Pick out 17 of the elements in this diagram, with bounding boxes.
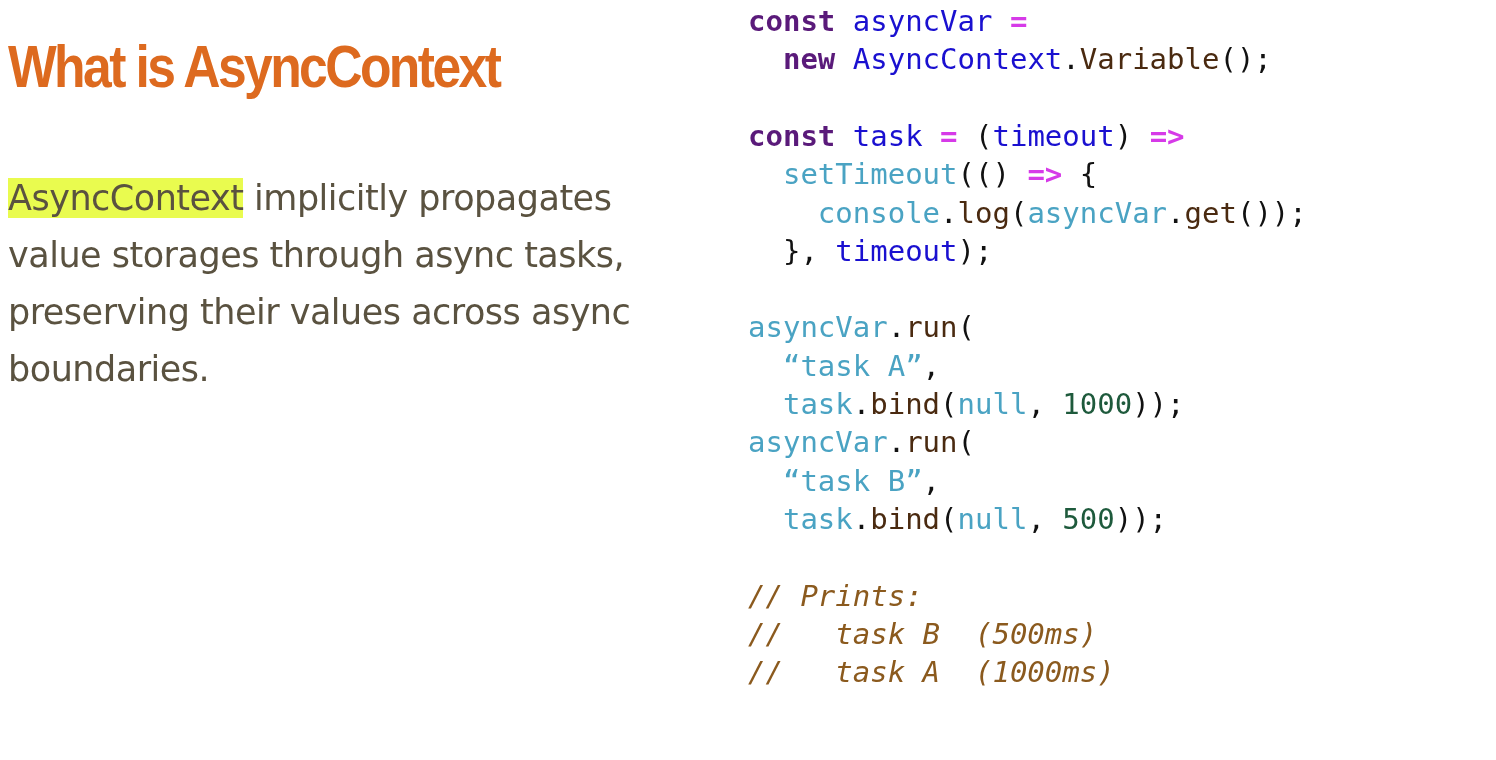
code-comment: // task B (500ms) xyxy=(748,616,1098,651)
code-line: const task = (timeout) => xyxy=(748,118,1185,153)
code-line: “task B”, xyxy=(781,463,941,498)
slide-title: What is AsyncContext xyxy=(8,32,500,101)
code-comment: // Prints: xyxy=(748,578,923,613)
code-line: task.bind(null, 1000)); xyxy=(781,387,1185,421)
code-line: const asyncVar = xyxy=(748,4,1028,38)
code-line: “task A”, xyxy=(781,348,941,383)
code-line: new AsyncContext.Variable(); xyxy=(781,42,1272,77)
code-line: asyncVar.run( xyxy=(748,425,975,460)
code-line: asyncVar.run( xyxy=(748,310,975,345)
code-line: }, timeout); xyxy=(781,233,993,268)
code-line: task.bind(null, 500)); xyxy=(781,501,1168,536)
code-comment: // task A (1000ms) xyxy=(748,655,1115,690)
code-line: setTimeout(() => { xyxy=(781,157,1098,192)
code-line: console.log(asyncVar.get()); xyxy=(816,195,1307,230)
description-paragraph: AsyncContext implicitly propagates value storages through async tasks, preserving their values across async boundaries. xyxy=(8,177,632,391)
